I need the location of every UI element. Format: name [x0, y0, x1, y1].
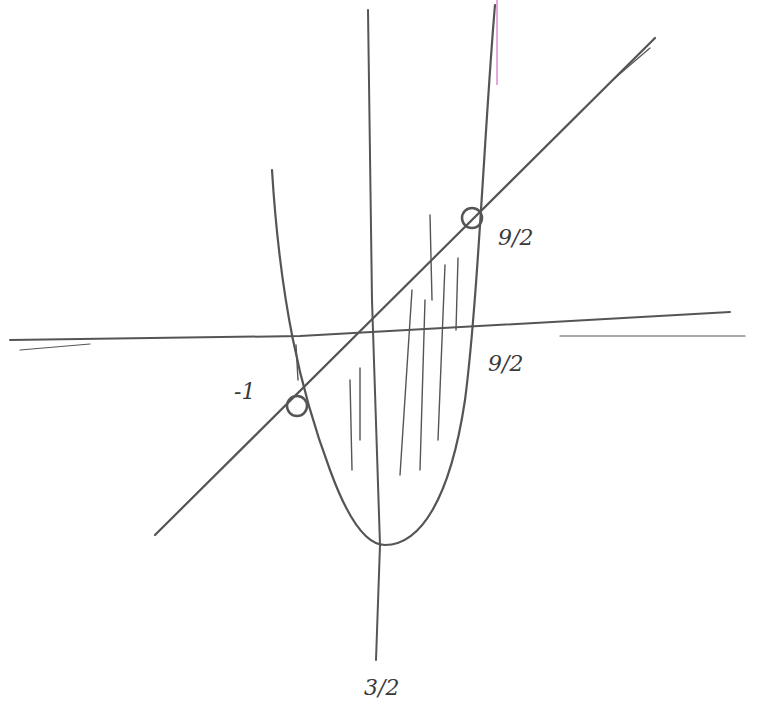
pencil-stroke [615, 48, 650, 78]
pink-stroke [496, 0, 498, 85]
y-axis [368, 10, 380, 660]
line [155, 38, 655, 535]
parabola [272, 5, 495, 545]
intersection-point [462, 208, 482, 228]
pencil-stroke [560, 335, 745, 336]
axis-value: 9/2 [486, 352, 525, 376]
intersection-point [287, 396, 307, 416]
axis-value: 9/2 [496, 226, 535, 250]
axis-value: -1 [232, 380, 257, 404]
axis-value: 3/2 [362, 676, 401, 700]
hatching [296, 215, 458, 475]
pencil-stroke [20, 344, 90, 350]
